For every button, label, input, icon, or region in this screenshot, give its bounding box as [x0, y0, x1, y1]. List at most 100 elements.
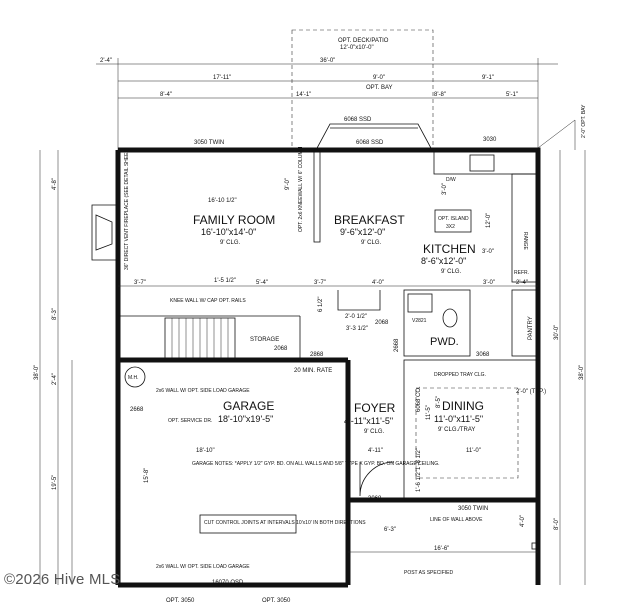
- kitchen-ceiling: 9' CLG.: [441, 269, 461, 275]
- family-room-width: 16'-10 1/2": [208, 198, 237, 204]
- kitchen-counter-right: [511, 173, 537, 283]
- control-joints-note: CUT CONTROL JOINTS AT INTERVALS 10'x10' …: [204, 520, 366, 526]
- garage-wall-note: 2x6 WALL W/ OPT. SIDE LOAD GARAGE: [156, 388, 250, 394]
- svg-text:14'-1": 14'-1": [296, 92, 311, 98]
- svg-text:36'-0": 36'-0": [320, 58, 335, 64]
- svg-text:2668: 2668: [130, 407, 144, 413]
- svg-text:11'-0": 11'-0": [466, 448, 481, 454]
- front-door-swing: [359, 461, 395, 497]
- foyer-ceiling: 9' CLG.: [364, 429, 384, 435]
- breakfast-size: 9'-6"x12'-0": [340, 227, 385, 237]
- svg-text:2'-0 1/2": 2'-0 1/2": [345, 314, 367, 320]
- svg-text:3068: 3068: [476, 352, 490, 358]
- pwd-room: [403, 289, 471, 357]
- fireplace: [91, 204, 119, 261]
- range-label: RANGE: [522, 232, 528, 250]
- vanity-label: V2821: [412, 318, 427, 324]
- pantry: [511, 289, 539, 357]
- right-dimensions: 38'-0" 30'-0" 8'-0" 4'-0": [520, 150, 586, 585]
- slider-2-label: 6068 SSD: [356, 140, 384, 146]
- family-room-name: FAMILY ROOM: [193, 213, 275, 227]
- garage-size: 18'-10"x19'-5": [218, 414, 273, 424]
- dining-room: [403, 359, 539, 501]
- family-room-ceiling: 9' CLG.: [220, 240, 240, 246]
- kneewall-column: [313, 149, 321, 243]
- svg-text:4'-11": 4'-11": [368, 448, 383, 454]
- garage-wall2-note: 2x6 WALL W/ OPT. SIDE LOAD GARAGE: [156, 564, 250, 570]
- family-room-size: 16'-10"x14'-0": [201, 227, 256, 237]
- kneewall2-note: KNEE WALL W/ CAP OPT. RAILS: [170, 298, 246, 304]
- svg-text:2'-4": 2'-4": [516, 280, 528, 286]
- svg-text:9'-0": 9'-0": [285, 178, 291, 190]
- svg-text:2'-4": 2'-4": [100, 58, 112, 64]
- bay-window: [315, 123, 433, 151]
- breakfast-ceiling: 9' CLG.: [361, 240, 381, 246]
- foyer-size: 4'-11"x11'-5": [344, 416, 393, 426]
- svg-text:4'-8": 4'-8": [52, 178, 58, 190]
- svg-text:17'-11": 17'-11": [213, 75, 231, 81]
- svg-text:11'-5": 11'-5": [426, 405, 432, 420]
- mid-dimensions: 3'-7" 1'-5 1/2" 5'-4" 3'-7" 4'-0" 3'-0" …: [118, 278, 538, 287]
- svg-text:3'-0": 3'-0": [482, 249, 494, 255]
- deck-label: OPT. DECK/PATIO: [338, 38, 389, 44]
- svg-text:1'-8 1/2": 1'-8 1/2": [416, 448, 422, 470]
- service-door-note: OPT. SERVICE DR.: [168, 418, 212, 424]
- opt-window-a: OPT. 3050: [166, 598, 195, 604]
- kneewall-note: OPT. 2x6 KNEEWALL W/ 6" COLUMN: [298, 146, 304, 232]
- kitchen-counter-top: [433, 151, 537, 175]
- svg-text:15'-8": 15'-8": [144, 468, 150, 483]
- svg-text:19'-5": 19'-5": [52, 475, 58, 490]
- svg-text:16'-6": 16'-6": [434, 546, 449, 552]
- svg-text:2068: 2068: [375, 320, 389, 326]
- svg-text:8'-8": 8'-8": [434, 92, 446, 98]
- twin-window-bottom: 3050 TWIN: [458, 506, 488, 512]
- svg-text:OPT. BAY: OPT. BAY: [366, 85, 393, 91]
- mh-circle: [124, 366, 146, 388]
- staircase: [164, 317, 236, 359]
- dw-label: D/W: [446, 177, 456, 183]
- tray-ceiling: [415, 387, 519, 479]
- kitchen-size: 8'-6"x12'-0": [421, 256, 466, 266]
- vanity: [407, 293, 433, 313]
- fireplace-note: 36" DIRECT VENT FIREPLACE (SEE DETAIL SH…: [124, 147, 130, 270]
- toilet: [442, 308, 458, 328]
- slider-1-label: 6068 SSD: [344, 117, 372, 123]
- pantry-name: PANTRY: [528, 316, 534, 340]
- opt-window-b: OPT. 3050: [262, 598, 291, 604]
- window-3030: 3030: [483, 137, 497, 143]
- garage-notes: GARAGE NOTES: *APPLY 1/2" GYP. BD. ON AL…: [192, 461, 440, 467]
- svg-text:6 1/2": 6 1/2": [318, 297, 324, 312]
- breakfast-name: BREAKFAST: [334, 213, 405, 227]
- svg-text:2'-4": 2'-4": [52, 373, 58, 385]
- island-label: OPT. ISLAND: [438, 216, 469, 222]
- svg-text:3068: 3068: [368, 496, 382, 502]
- svg-text:4'-0": 4'-0": [372, 280, 384, 286]
- post-note: POST AS SPECIFIED: [404, 570, 453, 576]
- deck-size: 12'-0"x10'-0": [340, 45, 374, 51]
- svg-text:3'-0": 3'-0": [442, 183, 448, 195]
- svg-text:9'-1": 9'-1": [482, 75, 494, 81]
- sink: [469, 154, 495, 172]
- svg-text:2868: 2868: [310, 352, 324, 358]
- twin-window-top: 3050 TWIN: [194, 140, 224, 146]
- svg-text:9'-0": 9'-0": [373, 75, 385, 81]
- svg-text:2668: 2668: [394, 338, 400, 352]
- svg-text:1'-6 1/2": 1'-6 1/2": [416, 470, 422, 492]
- svg-text:18'-10": 18'-10": [196, 448, 215, 454]
- top-dimensions: 2'-4" 36'-0" 17'-11" 9'-0" 9'-1" OPT. BA…: [96, 58, 558, 150]
- control-joints-box: [199, 514, 297, 534]
- svg-text:2068: 2068: [274, 346, 288, 352]
- porch-post: [531, 542, 539, 550]
- foyer-name: FOYER: [354, 401, 396, 415]
- svg-text:38'-0": 38'-0": [34, 365, 40, 380]
- svg-text:3'-7": 3'-7": [134, 280, 146, 286]
- svg-text:5'-1": 5'-1": [506, 92, 518, 98]
- garage-door-top: 16070 OSD: [212, 580, 244, 586]
- svg-text:8'-3": 8'-3": [52, 308, 58, 320]
- left-dimensions: 38'-0" 4'-8" 8'-3" 2'-4" 19'-5" OPT. 160…: [34, 150, 150, 585]
- svg-text:30'-0": 30'-0": [554, 325, 560, 340]
- svg-text:4'-0": 4'-0": [520, 515, 526, 527]
- mh-label: M.H.: [128, 375, 139, 381]
- dining-size: 11'-0"x11'-5": [434, 414, 483, 424]
- dining-name: DINING: [442, 399, 484, 413]
